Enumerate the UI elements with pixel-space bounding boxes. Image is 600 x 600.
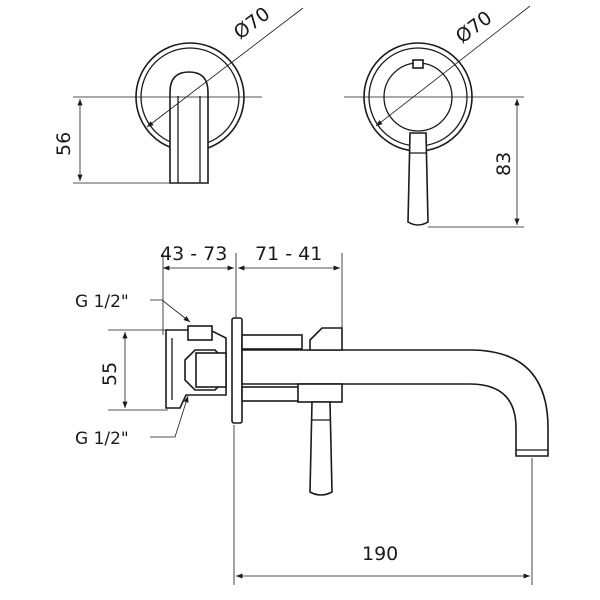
top-inlet-nut bbox=[187, 325, 213, 341]
spacing-label: 55 bbox=[99, 362, 121, 386]
height-label-left: 56 bbox=[53, 132, 75, 156]
depth-label-right: 71 - 41 bbox=[255, 243, 322, 265]
sleeve-lower bbox=[241, 386, 303, 402]
connection-leader-bottom bbox=[150, 395, 189, 438]
lever-indicator-dot bbox=[412, 59, 424, 69]
spout-body bbox=[241, 349, 549, 457]
projection-label: 190 bbox=[362, 543, 398, 565]
connection-label-top: G 1/2" bbox=[75, 292, 129, 312]
depth-label-left: 43 - 73 bbox=[160, 243, 227, 265]
spout-rosette-front-view: Ø70 56 bbox=[53, 3, 304, 184]
wall-flange-plate bbox=[231, 317, 243, 424]
diameter-label-right: Ø70 bbox=[452, 7, 496, 48]
faucet-side-view: 43 - 73 71 - 41 G 1/2" G 1/2" 55 bbox=[75, 243, 549, 585]
sleeve-upper bbox=[241, 334, 303, 350]
lever-hub bbox=[297, 383, 343, 403]
lever-rosette-front-view: Ø70 83 bbox=[344, 5, 531, 228]
diameter-label-left: Ø70 bbox=[230, 3, 274, 44]
diameter-leader-right bbox=[375, 5, 531, 127]
spout-front-body bbox=[169, 71, 209, 184]
height-label-right: 83 bbox=[493, 152, 515, 176]
connection-label-bottom: G 1/2" bbox=[75, 429, 129, 449]
diameter-leader-left bbox=[146, 7, 304, 128]
lever-handle-side bbox=[309, 401, 333, 496]
lever-handle-front bbox=[407, 132, 429, 226]
lever-cap bbox=[309, 327, 343, 351]
connection-leader-top bbox=[150, 299, 191, 323]
hex-connector-core bbox=[195, 352, 227, 388]
